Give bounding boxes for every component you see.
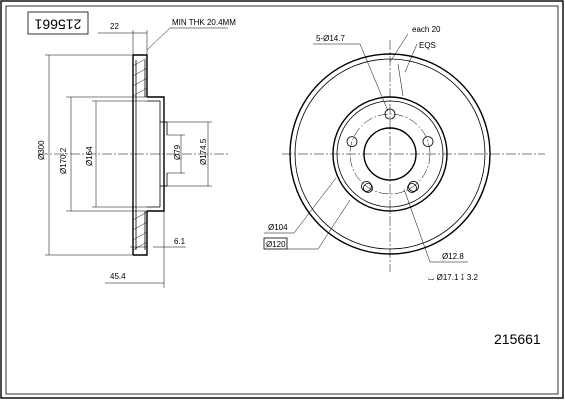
dim-dia-174: Ø174.5 — [199, 138, 208, 165]
label-dia-104: Ø104 — [268, 223, 288, 232]
part-number-box — [27, 11, 89, 35]
dia-120-box — [263, 237, 288, 250]
dim-width-22: 22 — [110, 22, 119, 31]
dim-dia-164: Ø164 — [85, 146, 94, 166]
dim-61: 6.1 — [174, 237, 186, 246]
bolt-pitch-circle — [349, 113, 431, 195]
disc-outer-circle — [289, 53, 491, 255]
part-number-bottom: 215661 — [494, 331, 541, 347]
bolt-hole-5 — [346, 136, 358, 148]
bolt-hole-1 — [384, 108, 396, 120]
bolt-holes — [346, 108, 434, 193]
pilot-hole-2 — [407, 183, 417, 193]
pilot-hole-1 — [363, 183, 373, 193]
label-bolt-holes: 5-Ø14.7 — [316, 34, 345, 43]
dim-454: 45.4 — [110, 272, 126, 281]
bolt-hole-3 — [408, 180, 419, 192]
front-view: 5-Ø14.7 each 20 EQS Ø104 Ø120 Ø12.8 ⌴ Ø1… — [263, 25, 545, 282]
hat-circle — [332, 96, 448, 212]
dim-dia-170: Ø170.2 — [59, 147, 68, 174]
min-thickness-label: MIN THK 20.4MM — [172, 18, 236, 27]
label-counterbore: ⌴ Ø17.1 ↧ 3.2 — [428, 273, 479, 282]
center-bore — [363, 127, 417, 181]
inner-border — [5, 5, 559, 395]
dim-dia-79: Ø79 — [173, 144, 182, 160]
disc-outer-circle-2 — [294, 58, 486, 250]
bolt-hole-4 — [361, 180, 372, 192]
part-number-top: 215661 — [34, 16, 81, 32]
dim-dia-300: Ø300 — [37, 140, 46, 160]
bolt-hole-2 — [422, 136, 434, 148]
hat-circle-2 — [336, 100, 444, 208]
label-dia-120: Ø120 — [266, 240, 286, 249]
label-dia-128: Ø12.8 — [442, 252, 464, 261]
side-view: 22 MIN THK 20.4MM Ø300 Ø170.2 Ø164 Ø79 Ø… — [37, 18, 236, 288]
hat-top — [147, 96, 165, 212]
label-each-20: each 20 — [412, 25, 441, 34]
label-eqs: EQS — [419, 41, 436, 50]
